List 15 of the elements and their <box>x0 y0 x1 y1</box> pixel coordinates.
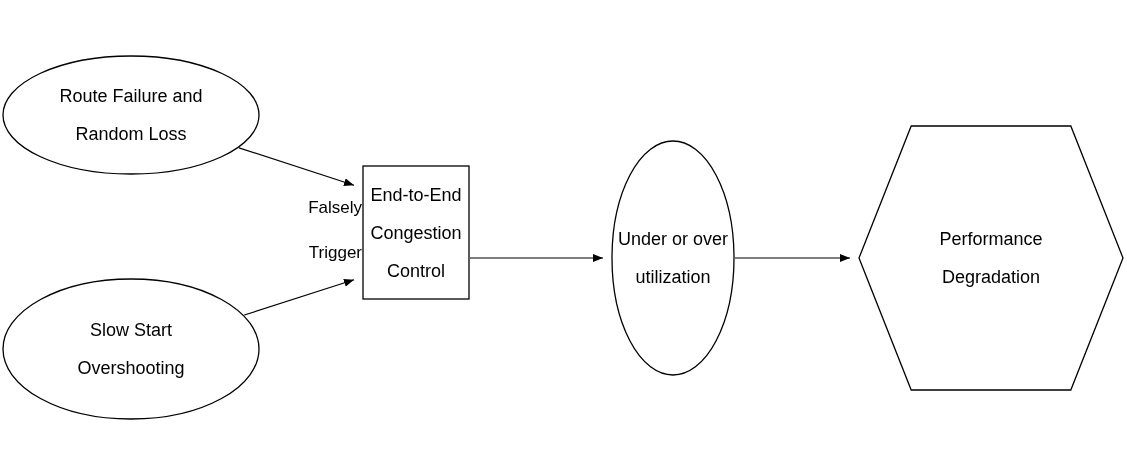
arrow <box>243 279 355 316</box>
arrow <box>238 147 355 186</box>
arrow <box>469 254 604 262</box>
node-label: Under or over utilization <box>616 228 730 289</box>
arrow <box>734 254 851 262</box>
node-label: Performance Degradation <box>938 228 1044 289</box>
node-label: Route Failure and Random Loss <box>58 85 204 146</box>
annotation-text: Falsely Trigger <box>307 197 362 264</box>
node-label: End-to-End Congestion Control <box>369 183 463 283</box>
effect-circle <box>611 140 735 376</box>
cause-ellipse <box>2 55 260 175</box>
node-label: Slow Start Overshooting <box>76 319 186 380</box>
process-box <box>362 165 470 300</box>
result-hexagon <box>858 125 1124 391</box>
cause-ellipse <box>2 278 260 420</box>
